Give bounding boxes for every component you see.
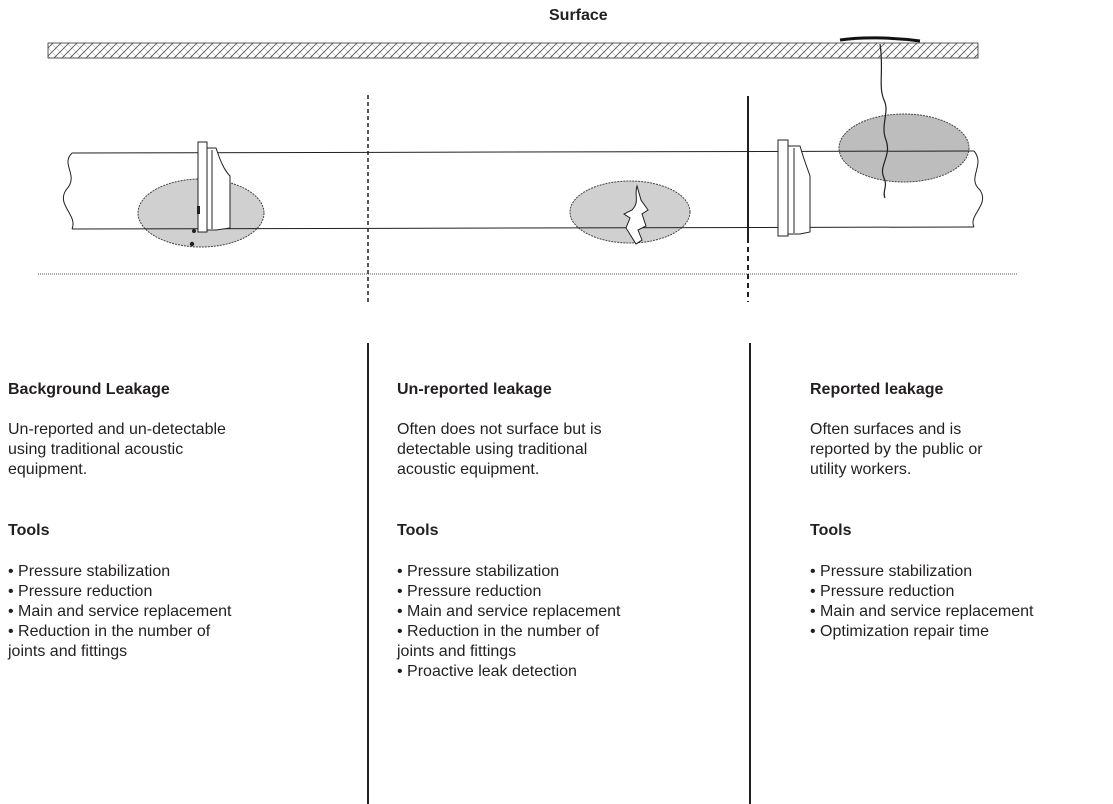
column-description: Often does not surface but is detectable… <box>397 421 602 478</box>
pipe-joint-left <box>197 141 231 233</box>
surface-label: Surface <box>549 7 608 24</box>
tools-heading: Tools <box>397 522 439 539</box>
tools-heading: Tools <box>8 522 50 539</box>
tools-list: • Pressure stabilization • Pressure redu… <box>810 562 1110 642</box>
column-reported-leakage: Reported leakage Often surfaces and is r… <box>810 380 1110 642</box>
tools-heading: Tools <box>810 522 852 539</box>
tool-item: • Pressure stabilization <box>397 563 560 580</box>
tool-item: • Main and service replacement <box>8 603 232 620</box>
tool-item: • Pressure reduction <box>8 583 153 600</box>
tool-item: • Main and service replacement <box>810 603 1034 620</box>
tool-item: • Pressure stabilization <box>8 563 171 580</box>
tool-item: • Reduction in the number of joints and … <box>8 623 211 660</box>
tool-item: • Optimization repair time <box>810 623 989 640</box>
column-title: Reported leakage <box>810 381 944 398</box>
column-unreported-leakage: Un-reported leakage Often does not surfa… <box>397 380 747 682</box>
pipe-crack-icon <box>623 184 649 245</box>
tool-item: • Reduction in the number of joints and … <box>397 623 600 660</box>
tools-list: • Pressure stabilization • Pressure redu… <box>397 562 747 682</box>
surface-crack <box>839 36 921 43</box>
column-separator-1 <box>367 343 369 804</box>
tool-item: • Pressure reduction <box>397 583 542 600</box>
leak-drips-icon <box>189 206 200 247</box>
tools-list: • Pressure stabilization • Pressure redu… <box>8 562 358 662</box>
column-description: Often surfaces and is reported by the pu… <box>810 421 983 478</box>
ground-surface-hatch <box>47 42 979 59</box>
tool-item: • Pressure stabilization <box>810 563 973 580</box>
leak-zone-reported <box>838 113 970 183</box>
crack-to-surface <box>879 43 888 199</box>
column-separator-2 <box>749 343 751 804</box>
pipe-joint-right <box>777 139 811 237</box>
column-background-leakage: Background Leakage Un-reported and un-de… <box>8 380 358 662</box>
tool-item: • Pressure reduction <box>810 583 955 600</box>
column-title: Background Leakage <box>8 381 170 398</box>
pipe-leak-illustration <box>38 36 1018 302</box>
tool-item: • Main and service replacement <box>397 603 621 620</box>
column-title: Un-reported leakage <box>397 381 552 398</box>
column-description: Un-reported and un-detectable using trad… <box>8 421 226 478</box>
tool-item: • Proactive leak detection <box>397 663 577 680</box>
